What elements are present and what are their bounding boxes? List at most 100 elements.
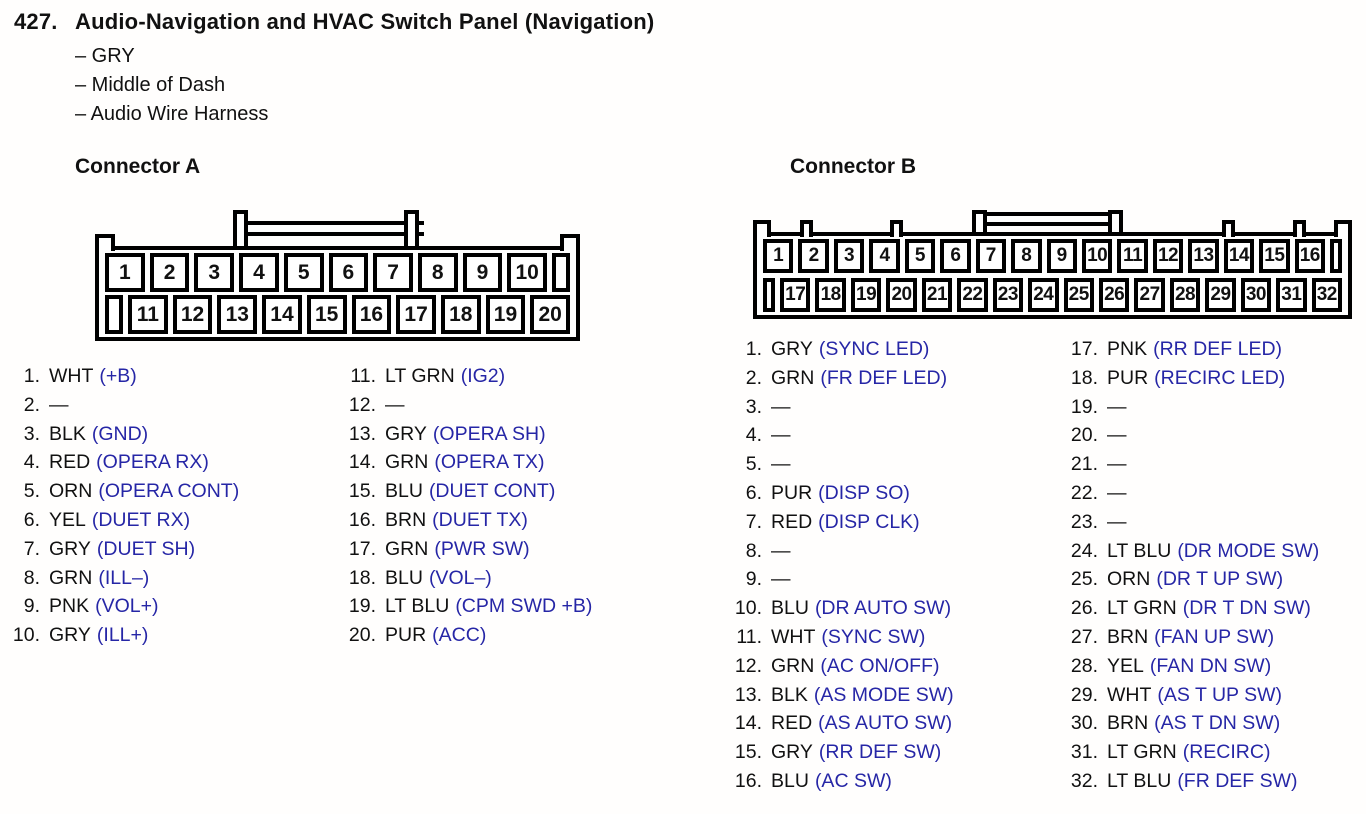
- pin-row: 28.YEL(FAN DN SW): [1064, 652, 1319, 681]
- connector-pin-cell: 19: [485, 295, 526, 334]
- pin-number: 3.: [745, 395, 762, 418]
- pin-signal-name: (OPERA RX): [96, 451, 209, 474]
- pin-row: 22. —: [1064, 479, 1319, 508]
- pin-number: 8.: [23, 566, 40, 589]
- pin-wire-color: GRY: [771, 338, 813, 360]
- pin-row: 7.RED(DISP CLK): [730, 508, 954, 537]
- pin-number: 7.: [745, 510, 762, 533]
- pin-number: 18.: [1070, 366, 1098, 389]
- pin-row: 10.BLU(DR AUTO SW): [730, 594, 954, 623]
- connector-pin-cell: 12: [172, 295, 213, 334]
- pin-wire-color: —: [771, 453, 791, 476]
- connector-pin-cell: 8: [417, 253, 458, 292]
- pin-wire-color: GRY: [771, 741, 813, 764]
- pin-number: 14.: [348, 451, 376, 474]
- pin-row: 2.—: [10, 391, 239, 420]
- pin-row: 4.RED(OPERA RX): [10, 448, 239, 477]
- connector-pin-cell: 15: [1259, 239, 1290, 273]
- pin-row: 6.YEL(DUET RX): [10, 506, 239, 535]
- pin-row: 3.—: [730, 393, 954, 422]
- pin-signal-name: (ILL+): [96, 624, 149, 647]
- pin-row: 18.PUR(RECIRC LED): [1064, 364, 1319, 393]
- connector-pin-cell: 16: [351, 295, 392, 334]
- pin-number: 22.: [1070, 481, 1098, 504]
- connector-b-heading: Connector B: [790, 155, 916, 178]
- pin-number: 26.: [1070, 597, 1098, 620]
- pin-signal-name: (FR DEF LED): [820, 366, 948, 389]
- housing-bump: [1293, 220, 1306, 237]
- pin-number: 17.: [1070, 338, 1098, 360]
- pin-wire-color: BLU: [771, 597, 809, 620]
- pin-signal-name: (DUET RX): [91, 508, 191, 531]
- pin-number: 20.: [348, 624, 376, 647]
- pin-row: 11.WHT(SYNC SW): [730, 623, 954, 652]
- pin-wire-color: BLU: [385, 566, 423, 589]
- connector-pin-cell: 7: [975, 239, 1007, 273]
- pin-row: 26.LT GRN(DR T DN SW): [1064, 594, 1319, 623]
- pin-signal-name: (OPERA TX): [434, 451, 545, 474]
- pin-row: 9.—: [730, 565, 954, 594]
- pin-number: 10.: [734, 597, 762, 620]
- pin-signal-name: (RECIRC LED): [1154, 366, 1286, 389]
- pin-number: 17.: [348, 537, 376, 560]
- pin-row: 12.—: [345, 391, 592, 420]
- connector-pin-cell: 4: [239, 253, 279, 292]
- pin-signal-name: (AS T DN SW): [1154, 712, 1281, 735]
- pin-signal-name: (+B): [99, 365, 137, 387]
- pin-signal-name: (DUET CONT): [428, 480, 556, 503]
- housing-notch: [560, 234, 580, 251]
- pin-number: 25.: [1070, 568, 1098, 591]
- pin-number: 28.: [1070, 654, 1098, 677]
- pin-wire-color: —: [1107, 481, 1127, 504]
- pin-wire-color: BRN: [385, 508, 427, 531]
- connector-pin-cell: 13: [1188, 239, 1219, 273]
- pin-wire-color: BLU: [385, 480, 423, 503]
- pin-number: 32.: [1070, 769, 1098, 792]
- detail-line: – GRY: [75, 45, 135, 67]
- pin-wire-color: —: [1107, 510, 1127, 533]
- connector-a-pin-list-left: 1.WHT(+B)2.—3.BLK(GND)4.RED(OPERA RX)5.O…: [10, 362, 239, 650]
- connector-a-heading: Connector A: [75, 155, 201, 178]
- connector-pin-cell: 23: [992, 278, 1024, 312]
- pin-number: 12.: [348, 393, 376, 416]
- detail-line: – Middle of Dash: [75, 74, 226, 96]
- connector-pin-cell: 17: [396, 295, 436, 334]
- pin-signal-name: (ACC): [432, 624, 487, 647]
- pin-wire-color: —: [771, 424, 791, 447]
- housing-notch: [95, 234, 115, 251]
- pin-wire-color: PNK: [1107, 338, 1148, 360]
- connector-pin-cell: 19: [850, 278, 882, 312]
- lock-lever-bar: [236, 221, 424, 236]
- pin-wire-color: BLK: [49, 422, 86, 445]
- connector-pin-cell: 3: [194, 253, 235, 292]
- pin-signal-name: (RECIRC): [1182, 741, 1271, 764]
- pin-signal-name: (GND): [91, 422, 149, 445]
- pin-signal-name: (FR DEF SW): [1177, 769, 1298, 792]
- pin-row: 14. GRN(OPERA TX): [345, 448, 592, 477]
- pin-wire-color: GRN: [385, 537, 429, 560]
- connector-pin-cell: 18: [815, 278, 846, 312]
- pin-wire-color: GRN: [385, 451, 429, 474]
- connector-pin-cell: 12: [1152, 239, 1184, 273]
- pin-row: 4.—: [730, 421, 954, 450]
- pin-wire-color: —: [771, 568, 791, 591]
- pin-signal-name: (DR T UP SW): [1156, 568, 1284, 591]
- pin-number: 9.: [23, 595, 40, 618]
- connector-pin-cell: 24: [1028, 278, 1059, 312]
- pin-number: 6.: [745, 481, 762, 504]
- pin-row: 13.BLK(AS MODE SW): [730, 681, 954, 710]
- connector-pin-cell: 15: [306, 295, 347, 334]
- connector-pin-cell: 6: [940, 239, 971, 273]
- connector-pin-cell: 28: [1169, 278, 1201, 312]
- pin-wire-color: WHT: [49, 365, 94, 387]
- pin-signal-name: (FAN DN SW): [1149, 654, 1272, 677]
- pin-wire-color: ORN: [1107, 568, 1151, 591]
- housing-bump: [1222, 220, 1235, 237]
- pin-row: 18.BLU(VOL–): [345, 564, 592, 593]
- housing-notch: [753, 220, 771, 237]
- pin-number: 14.: [734, 712, 762, 735]
- pin-number: 13.: [348, 422, 376, 445]
- pin-signal-name: (SYNC SW): [821, 625, 926, 648]
- connector-blank-cell: [763, 278, 775, 312]
